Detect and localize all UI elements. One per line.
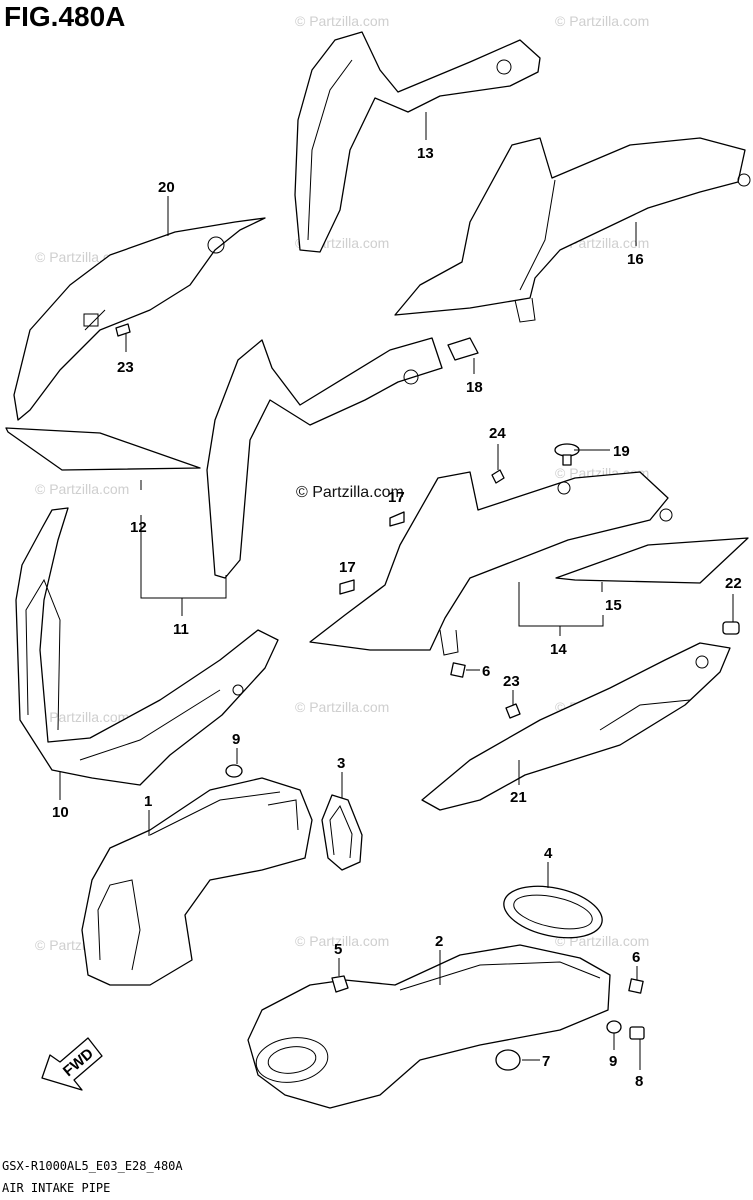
callout-22: 22: [725, 575, 742, 592]
watermark: © Partzilla.com: [295, 699, 389, 715]
fwd-arrow-icon: FWD: [41, 1037, 103, 1091]
part-15-strip: [555, 537, 749, 584]
part-21-panel: [421, 642, 731, 811]
callout-6: 6: [482, 663, 490, 680]
watermark: © Partzilla.com: [35, 709, 129, 725]
callout-1: 1: [144, 793, 152, 810]
callout-10: 10: [52, 804, 69, 821]
callout-6: 6: [632, 949, 640, 966]
callout-15: 15: [605, 597, 622, 614]
callout-13: 13: [417, 145, 434, 162]
callout-labels: 13 16 20 23 18 12 11 17 17 24 19 15 14 2…: [52, 145, 742, 1090]
leader-lines: [59, 112, 734, 1070]
watermark: © Partzilla.com: [295, 933, 389, 949]
callout-4: 4: [544, 845, 553, 862]
part-20-panel: [13, 217, 266, 421]
part-10-duct-frame: [15, 507, 279, 786]
watermark: © Partzilla.com: [295, 13, 389, 29]
part-14-inner-panel: [309, 471, 673, 656]
callout-16: 16: [627, 251, 644, 268]
callout-17: 17: [388, 489, 405, 506]
callout-7: 7: [542, 1053, 550, 1070]
callout-24: 24: [489, 425, 506, 442]
callout-20: 20: [158, 179, 175, 196]
callout-2: 2: [435, 933, 443, 950]
callout-23: 23: [117, 359, 134, 376]
part-3-seal: [321, 794, 363, 871]
watermark: © Partzilla.com: [555, 13, 649, 29]
callout-14: 14: [550, 641, 567, 658]
callout-3: 3: [337, 755, 345, 772]
part-4-seal-ring: [503, 885, 603, 939]
part-2-intake-pipe: [247, 944, 611, 1109]
part-12-strip: [5, 427, 201, 471]
callout-19: 19: [613, 443, 630, 460]
callout-5: 5: [334, 941, 342, 958]
part-11-panel: [206, 337, 443, 579]
part-1-intake-pipe: [81, 777, 313, 986]
section-name: AIR INTAKE PIPE: [2, 1181, 110, 1195]
callout-9: 9: [232, 731, 240, 748]
part-18-label: [447, 337, 479, 361]
callout-23: 23: [503, 673, 520, 690]
callout-8: 8: [635, 1073, 643, 1090]
callout-17: 17: [339, 559, 356, 576]
callout-9: 9: [609, 1053, 617, 1070]
part-13-cowling: [294, 31, 541, 253]
callout-12: 12: [130, 519, 147, 536]
watermark-dark: © Partzilla.com: [296, 484, 404, 501]
part-17-labels: [339, 511, 405, 595]
fasteners: [115, 323, 740, 1071]
figure-title: FIG.480A: [4, 1, 125, 32]
model-code: GSX-R1000AL5_E03_E28_480A: [2, 1159, 183, 1173]
watermark: © Partzilla.com: [35, 481, 129, 497]
callout-21: 21: [510, 789, 527, 806]
callout-11: 11: [173, 621, 189, 638]
callout-18: 18: [466, 379, 483, 396]
part-16-inner-panel: [394, 137, 751, 323]
